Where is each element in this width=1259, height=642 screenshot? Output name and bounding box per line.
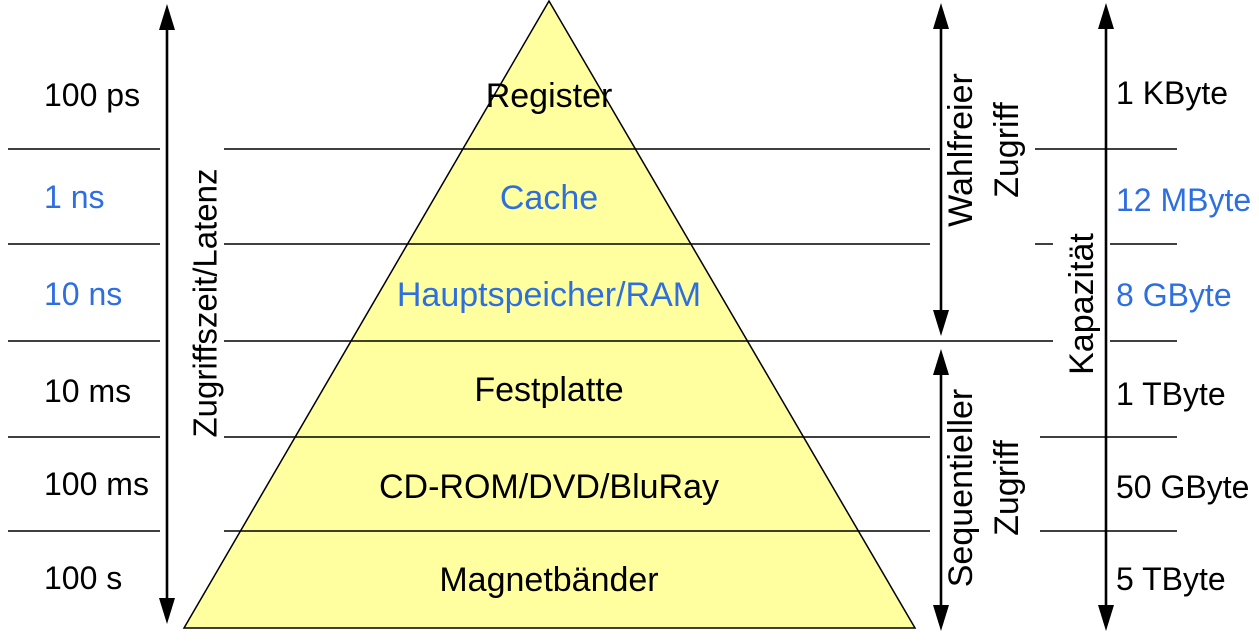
capacity-value-cache: 12 MByte [1116,182,1252,218]
capacity-value-tape: 5 TByte [1116,561,1226,597]
latency-axis-arrow [159,4,175,624]
pyramid-level-register: Register [485,77,613,115]
pyramid-level-ram: Hauptspeicher/RAM [396,276,702,314]
random-access-label-line2: Zugriff [988,102,1026,198]
capacity-value-optical: 50 GByte [1116,469,1250,505]
latency-value-cache: 1 ns [44,179,105,215]
level-separator-lines [8,148,1177,532]
sequential-access-arrow [933,349,949,631]
latency-value-register: 100 ps [44,77,141,113]
capacity-axis-arrow [1098,3,1114,631]
capacity-value-ram: 8 GByte [1116,277,1232,313]
random-access-arrow [933,3,949,336]
capacity-value-hdd: 1 TByte [1116,376,1226,412]
latency-axis-label: Zugriffszeit/Latenz [186,168,224,438]
sequential-access-label: Sequentieller Zugriff [938,389,1030,587]
capacity-value-register: 1 KByte [1116,75,1229,111]
latency-value-ram: 10 ns [44,276,123,312]
random-access-label-line1: Wahlfreier [942,73,980,227]
latency-value-tape: 100 s [44,560,123,596]
sequential-access-label-line2: Zugriff [988,440,1026,536]
pyramid-level-hdd: Festplatte [474,371,624,409]
random-access-label: Wahlfreier Zugriff [938,73,1030,227]
capacity-axis-label: Kapazität [1063,233,1101,375]
pyramid-level-tape: Magnetbänder [439,561,659,599]
pyramid-level-optical: CD-ROM/DVD/BluRay [378,468,720,506]
sequential-access-label-line1: Sequentieller [942,388,980,588]
latency-value-hdd: 10 ms [44,373,132,409]
pyramid-level-cache: Cache [499,179,599,217]
latency-value-optical: 100 ms [44,466,149,502]
pyramid-shape [182,0,917,629]
